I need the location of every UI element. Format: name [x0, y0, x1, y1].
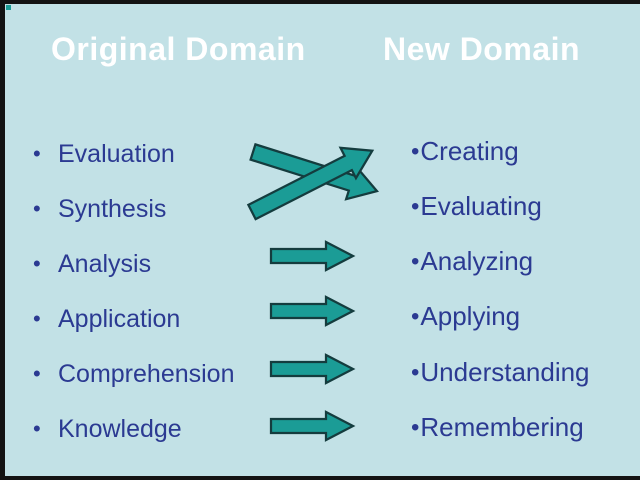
bullet-icon: • — [411, 414, 420, 441]
list-item: • Application — [33, 305, 180, 333]
bullet-icon: • — [411, 359, 420, 386]
list-item: •Analyzing — [411, 247, 533, 276]
list-item: • Knowledge — [33, 415, 182, 443]
list-item-label: Synthesis — [58, 195, 167, 223]
list-item-label: Applying — [420, 301, 521, 331]
arrow-right-icon — [269, 240, 356, 272]
list-item: •Remembering — [411, 413, 584, 442]
list-item: •Evaluating — [411, 192, 542, 221]
list-item-label: Evaluating — [420, 191, 542, 221]
bullet-icon: • — [33, 361, 41, 386]
list-item-label: Evaluation — [58, 140, 175, 168]
bullet-icon: • — [33, 416, 41, 441]
corner-accent — [6, 5, 11, 10]
arrow-right-icon — [269, 295, 356, 327]
arrow-up-right-icon — [246, 146, 375, 221]
list-item: •Applying — [411, 302, 520, 331]
list-item-label: Creating — [420, 136, 519, 166]
list-item-label: Analyzing — [420, 246, 534, 276]
header-original-domain: Original Domain — [51, 31, 306, 67]
list-item: •Understanding — [411, 358, 590, 387]
list-item-label: Analysis — [58, 250, 152, 278]
bullet-icon: • — [33, 196, 41, 221]
bullet-icon: • — [411, 303, 420, 330]
arrow-layer — [6, 5, 379, 442]
list-item: • Evaluation — [33, 140, 175, 168]
list-item-label: Understanding — [420, 357, 590, 387]
bullet-icon: • — [411, 193, 420, 220]
bullet-icon: • — [411, 248, 420, 275]
list-item: • Analysis — [33, 250, 151, 278]
list-item-label: Knowledge — [58, 415, 182, 443]
bullet-icon: • — [33, 251, 41, 276]
arrow-right-icon — [269, 353, 356, 385]
list-item-label: Application — [58, 305, 181, 333]
list-item: •Creating — [411, 137, 519, 166]
bullet-icon: • — [33, 306, 41, 331]
list-item: • Comprehension — [33, 360, 235, 388]
list-item-label: Remembering — [420, 412, 584, 442]
bullet-icon: • — [411, 138, 420, 165]
header-new-domain: New Domain — [383, 31, 581, 67]
list-item: • Synthesis — [33, 195, 166, 223]
arrow-down-right-icon — [249, 142, 379, 201]
bullet-icon: • — [33, 141, 41, 166]
list-item-label: Comprehension — [58, 360, 235, 388]
arrow-right-icon — [269, 410, 356, 442]
